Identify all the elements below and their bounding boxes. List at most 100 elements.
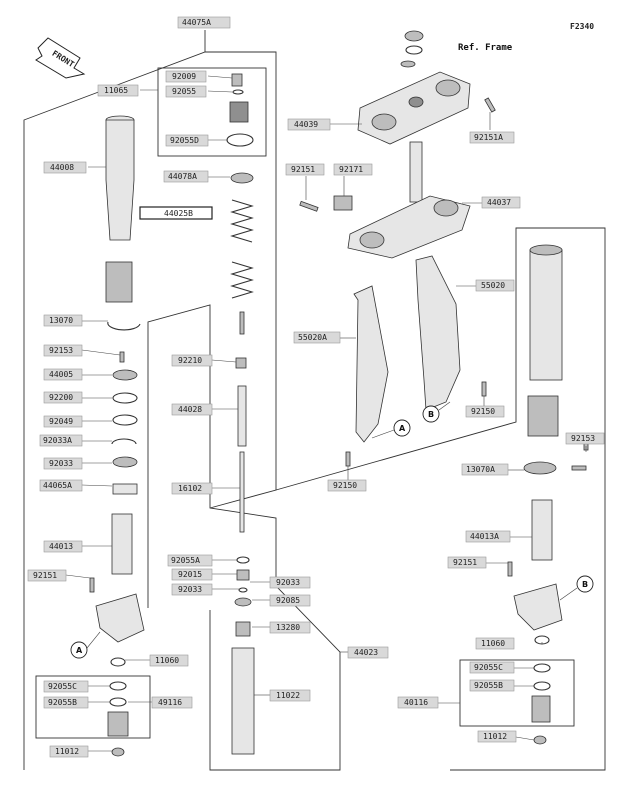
box-49116 [35, 675, 151, 739]
label-92055A: 92055A [167, 554, 213, 567]
label-92151A: 92151A [469, 131, 515, 144]
callout-a-left: A [70, 641, 88, 659]
svg-text:92151: 92151 [33, 571, 57, 580]
svg-text:92009: 92009 [172, 72, 196, 81]
svg-text:92171: 92171 [339, 165, 363, 174]
label-44013: 44013 [43, 540, 83, 553]
svg-text:44023: 44023 [354, 648, 378, 657]
label-92200: 92200 [43, 391, 83, 404]
svg-text:11012: 11012 [55, 747, 79, 756]
cap-parts [226, 73, 254, 147]
svg-text:92200: 92200 [49, 393, 73, 402]
svg-text:92151: 92151 [453, 558, 477, 567]
svg-text:92153: 92153 [571, 434, 595, 443]
label-92033-cart-1: 92033 [171, 583, 213, 596]
svg-text:11060: 11060 [155, 656, 179, 665]
label-92055B-right: 92055B [469, 679, 515, 692]
assembly-outlines [23, 30, 606, 771]
label-92151-top: 92151 [285, 163, 325, 176]
label-44039: 44039 [287, 118, 331, 131]
svg-text:44037: 44037 [487, 198, 511, 207]
label-92055C-left: 92055C [43, 680, 89, 693]
label-11012-right: 11012 [477, 730, 517, 743]
label-44028: 44028 [171, 403, 213, 416]
parts [89, 30, 589, 757]
right-outer-tube [507, 244, 589, 645]
label-92153-right: 92153 [565, 432, 605, 445]
upper-triple-clamp [357, 30, 496, 145]
leader-lines [65, 75, 587, 752]
callout-b-right: B [576, 575, 594, 593]
label-11065: 11065 [97, 84, 139, 97]
label-92049: 92049 [43, 415, 83, 428]
label-92009: 92009 [165, 70, 207, 83]
svg-text:92033: 92033 [178, 585, 202, 594]
svg-text:92055D: 92055D [170, 136, 199, 145]
svg-text:44025B: 44025B [164, 209, 193, 218]
svg-text:11060: 11060 [481, 639, 505, 648]
label-92055C-right: 92055C [469, 661, 515, 674]
svg-text:44005: 44005 [49, 370, 73, 379]
connection-callouts: A A B B [70, 401, 594, 659]
cartridge [231, 311, 255, 755]
part-number-labels: 44075A 11065 92009 92055 92055D 44008 44… [27, 16, 605, 758]
svg-text:44008: 44008 [50, 163, 74, 172]
springs [230, 172, 254, 299]
svg-text:55020A: 55020A [298, 333, 327, 342]
svg-text:92151: 92151 [291, 165, 315, 174]
svg-text:92055C: 92055C [48, 682, 77, 691]
left-outer-tube [105, 115, 135, 303]
label-11012-left: 11012 [49, 745, 89, 758]
svg-text:A: A [399, 424, 406, 433]
label-11022: 11022 [269, 689, 311, 702]
svg-text:92150: 92150 [471, 407, 495, 416]
label-44025B: 44025B [139, 206, 213, 220]
label-11060-left: 11060 [149, 654, 189, 667]
label-16102: 16102 [171, 482, 213, 495]
right-box-parts [531, 663, 551, 745]
svg-text:11065: 11065 [104, 86, 128, 95]
label-92151-right: 92151 [447, 556, 487, 569]
svg-text:44078A: 44078A [168, 172, 197, 181]
svg-text:55020: 55020 [481, 281, 505, 290]
svg-text:92055B: 92055B [48, 698, 77, 707]
svg-text:92210: 92210 [178, 356, 202, 365]
label-92055: 92055 [165, 85, 207, 98]
label-11060-right: 11060 [475, 637, 515, 650]
svg-text:44013A: 44013A [470, 532, 499, 541]
svg-text:92015: 92015 [178, 570, 202, 579]
svg-text:92033: 92033 [49, 459, 73, 468]
label-92210: 92210 [171, 354, 213, 367]
svg-text:92055C: 92055C [474, 663, 503, 672]
figure-code: F2340 [570, 22, 594, 31]
svg-text:40116: 40116 [404, 698, 428, 707]
left-small-parts [89, 321, 145, 667]
label-13070A: 13070A [461, 463, 509, 476]
lower-triple-clamp [299, 141, 471, 259]
svg-text:B: B [428, 410, 434, 419]
svg-text:44028: 44028 [178, 405, 202, 414]
callout-a-guard: A [393, 419, 411, 437]
svg-text:44075A: 44075A [182, 18, 211, 27]
label-92033: 92033 [43, 457, 83, 470]
svg-text:A: A [76, 646, 83, 655]
svg-text:92033: 92033 [276, 578, 300, 587]
label-44005: 44005 [43, 368, 83, 381]
svg-text:11022: 11022 [276, 691, 300, 700]
label-44013A: 44013A [465, 530, 511, 543]
svg-text:44065A: 44065A [43, 481, 72, 490]
label-44078A: 44078A [163, 170, 209, 183]
label-55020A: 55020A [293, 331, 341, 344]
svg-text:92033A: 92033A [43, 436, 72, 445]
label-13280: 13280 [269, 621, 311, 634]
label-92033-cart-2: 92033 [269, 576, 311, 589]
fork-guards [345, 255, 487, 467]
svg-text:49116: 49116 [158, 698, 182, 707]
svg-text:92055A: 92055A [171, 556, 200, 565]
svg-text:92150: 92150 [333, 481, 357, 490]
label-44008: 44008 [43, 161, 87, 174]
label-44075A: 44075A [177, 16, 231, 29]
svg-text:16102: 16102 [178, 484, 202, 493]
label-92150-right: 92150 [465, 405, 505, 418]
